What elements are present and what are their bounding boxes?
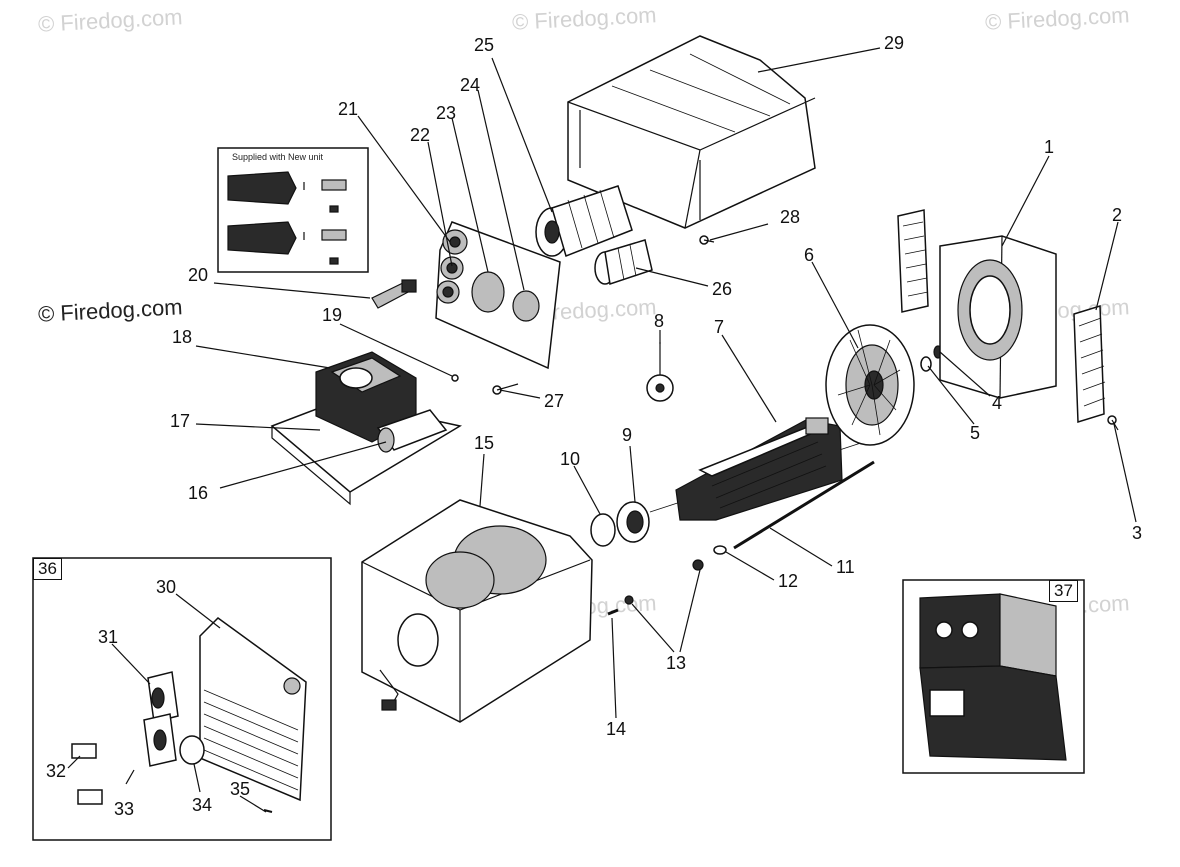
part-32-switch xyxy=(71,743,103,805)
callout-5[interactable]: 5 xyxy=(970,423,981,443)
part-3-screw xyxy=(1107,415,1119,431)
part-35-screw xyxy=(263,809,273,813)
part-2-decal xyxy=(1073,304,1106,424)
callout-24[interactable]: 24 xyxy=(460,75,481,95)
callout-21[interactable]: 21 xyxy=(338,99,359,119)
callout-33[interactable]: 33 xyxy=(114,799,135,819)
callout-23[interactable]: 23 xyxy=(436,103,457,123)
callout-16[interactable]: 16 xyxy=(188,483,209,503)
inset-label-37: 37 xyxy=(1049,580,1078,602)
part-25-brush-holder xyxy=(535,185,633,257)
part-28-screw xyxy=(699,235,715,245)
callout-12[interactable]: 12 xyxy=(778,571,799,591)
part-1-end-bell xyxy=(939,235,1057,399)
callout-4[interactable]: 4 xyxy=(992,393,1003,413)
part-18-transformer xyxy=(315,351,417,443)
part-11-rod xyxy=(733,460,875,550)
callout-8[interactable]: 8 xyxy=(654,311,665,331)
part-16-capacitor xyxy=(376,409,448,453)
part-34-knob xyxy=(179,735,205,765)
part-29-top-cover xyxy=(567,35,816,229)
callout-6[interactable]: 6 xyxy=(804,245,815,265)
callout-15[interactable]: 15 xyxy=(474,433,495,453)
part-5-washer xyxy=(920,356,932,372)
part-13-nut xyxy=(692,559,704,571)
kit-box-title: Supplied with New unit xyxy=(232,152,324,162)
callout-20[interactable]: 20 xyxy=(188,265,209,285)
callout-32[interactable]: 32 xyxy=(46,761,67,781)
callout-27[interactable]: 27 xyxy=(544,391,565,411)
callout-2[interactable]: 2 xyxy=(1112,205,1123,225)
callout-34[interactable]: 34 xyxy=(192,795,213,815)
callout-17[interactable]: 17 xyxy=(170,411,191,431)
callout-35[interactable]: 35 xyxy=(230,779,251,799)
callout-7[interactable]: 7 xyxy=(714,317,725,337)
part-13-nut xyxy=(624,595,634,605)
callout-11[interactable]: 11 xyxy=(836,557,855,577)
inset-37-unit xyxy=(919,593,1067,761)
callout-14[interactable]: 14 xyxy=(606,719,627,739)
callout-26[interactable]: 26 xyxy=(712,279,733,299)
callout-13[interactable]: 13 xyxy=(666,653,687,673)
callout-25[interactable]: 25 xyxy=(474,35,495,55)
callout-22[interactable]: 22 xyxy=(410,125,431,145)
part-6-fan xyxy=(825,324,915,446)
part-14-bolt xyxy=(607,608,619,616)
kit-box xyxy=(217,147,369,273)
callout-9[interactable]: 9 xyxy=(622,425,633,445)
part-7-armature xyxy=(649,417,871,521)
part-20-connector xyxy=(371,279,417,309)
callout-30[interactable]: 30 xyxy=(156,577,177,597)
part-30-front-plate xyxy=(199,617,307,802)
part-9-bearing xyxy=(616,501,650,543)
inset-label-36: 36 xyxy=(33,558,62,580)
callout-29[interactable]: 29 xyxy=(884,33,905,53)
callout-1[interactable]: 1 xyxy=(1044,137,1055,157)
part-26-brush-holder xyxy=(594,239,653,285)
part-19-screw xyxy=(451,374,459,382)
part-12-washer xyxy=(713,545,727,555)
front-panel-21-24 xyxy=(435,221,561,370)
part-15-housing xyxy=(361,499,593,723)
part-10-ring xyxy=(590,513,616,547)
callout-10[interactable]: 10 xyxy=(560,449,581,469)
callout-19[interactable]: 19 xyxy=(322,305,343,325)
decal-strip-left xyxy=(897,209,929,313)
part-31-knob xyxy=(143,671,179,767)
callout-3[interactable]: 3 xyxy=(1132,523,1143,543)
callout-18[interactable]: 18 xyxy=(172,327,193,347)
part-8-terminal xyxy=(646,342,674,402)
callout-28[interactable]: 28 xyxy=(780,207,801,227)
leader-lines xyxy=(67,47,1137,813)
callout-31[interactable]: 31 xyxy=(98,627,119,647)
